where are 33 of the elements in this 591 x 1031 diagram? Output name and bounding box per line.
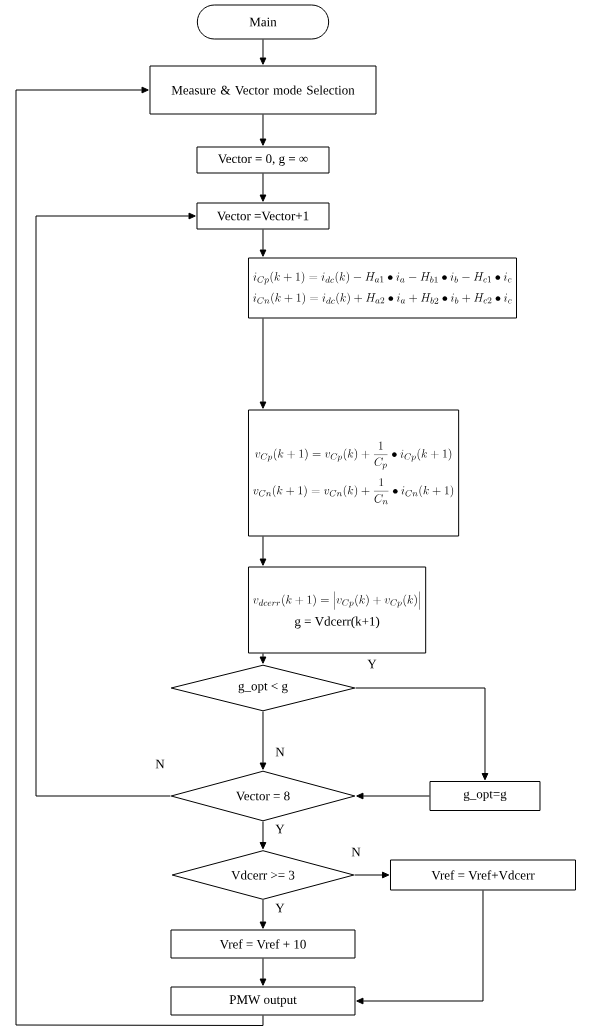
edge-label: Y xyxy=(274,823,286,835)
process-box: g_opt=g xyxy=(429,781,541,811)
start-terminal: Main xyxy=(196,4,330,40)
arrow xyxy=(259,229,267,257)
arrow xyxy=(356,890,484,1005)
edge-label: N xyxy=(274,746,286,758)
arrow xyxy=(356,792,430,800)
arrow xyxy=(259,114,267,146)
arrow xyxy=(259,958,267,986)
arrow xyxy=(15,86,264,1026)
edge-label: Y xyxy=(366,658,378,670)
process-box: Vref = Vref+Vdcerr xyxy=(390,859,576,891)
edge-label: N xyxy=(154,758,166,770)
arrow xyxy=(355,687,489,781)
formula-box: $v_{dcerr}(k+1)=\left|v_{Cp}(k)+v_{Cp}(k)\right|$ g = Vdcerr(k+1) xyxy=(248,566,427,654)
process-box: Vref = Vref + 10 xyxy=(170,929,356,959)
arrow xyxy=(259,536,267,566)
formula-box: $v_{Cp}(k+1)=v_{Cp}(k)+\frac{1}{C_p}\bullet i_{Cp}(k+1)$ $v_{Cn}(k+1)=v_{Cn}(k)+\frac{1}{C_n}\bullet i_{Cn}(k+1)$ xyxy=(248,409,460,537)
arrow xyxy=(259,318,267,409)
arrow xyxy=(354,871,390,879)
arrow xyxy=(259,821,267,850)
arrow xyxy=(259,39,267,65)
arrow xyxy=(259,899,267,929)
process-box: Vector = 0, g = ∞ xyxy=(196,146,330,174)
formula-box: $i_{Cp}(k+1)=i_{dc}(k)-H_{a1}\bullet i_a-H_{b1}\bullet i_b-H_{c1}\bullet i_c$ $i_{Cn}(k+1)=i_{dc}(k)+H_{a2}\bullet i_a+H_{b2}\bullet i_b+H_{c2}\bullet i_c$ xyxy=(248,257,517,319)
arrow xyxy=(35,212,196,797)
process-box: PMW output xyxy=(170,986,356,1016)
edge-label: Y xyxy=(274,902,286,914)
process-box: Measure & Vector mode Selection xyxy=(149,65,377,115)
process-box: Vector =Vector+1 xyxy=(196,202,330,230)
arrow xyxy=(259,711,267,770)
arrow xyxy=(259,653,267,664)
arrow xyxy=(259,173,267,202)
